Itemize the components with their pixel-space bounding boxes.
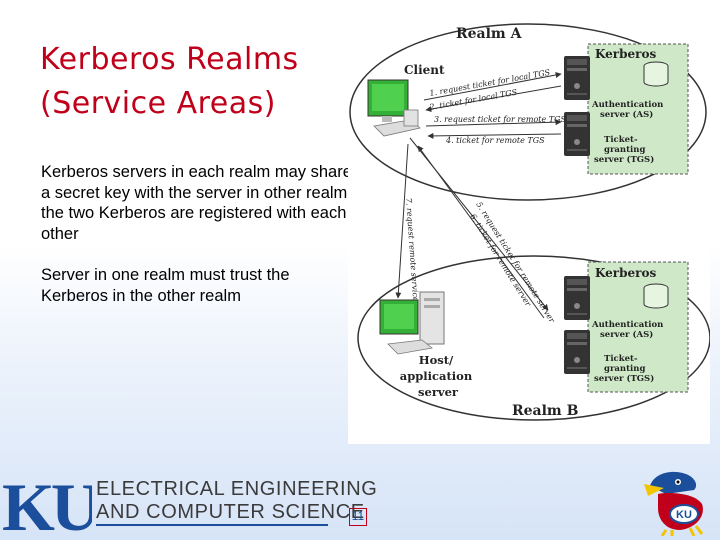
as-b-label: Authentication server (AS) <box>591 320 666 340</box>
client-computer-icon <box>367 79 421 137</box>
message-arrows-realm-a <box>423 72 562 139</box>
ku-logo-letters: KU <box>2 476 92 536</box>
realm-b-boundary <box>357 255 710 421</box>
kerberos-b-box <box>587 261 689 393</box>
host-label: Host/ application server <box>400 353 476 399</box>
tgs-a-label: Ticket- granting server (TGS) <box>594 135 654 165</box>
jayhawk-badge-text: KU <box>676 509 692 521</box>
title-line-2: (Service Areas) <box>40 86 276 121</box>
page-number: 11 <box>349 508 367 526</box>
tgs-a-server-icon <box>564 112 590 156</box>
department-line-1: ELECTRICAL ENGINEERING <box>96 478 378 500</box>
message-3-label: 3. request ticket for remote TGS <box>434 115 567 124</box>
department-name: ELECTRICAL ENGINEERING AND COMPUTER SCIE… <box>96 478 377 524</box>
department-underline <box>96 524 328 526</box>
cross-realm-arrows <box>395 137 549 319</box>
department-line-2: AND COMPUTER SCIENCE <box>96 501 365 523</box>
jayhawk-mascot-icon: KU <box>644 471 704 536</box>
kerberos-realms-diagram: Realm A Kerberos Authentication server (… <box>348 18 710 444</box>
database-b-icon <box>643 283 669 309</box>
kerberos-a-box <box>587 43 689 175</box>
slide-body: Kerberos servers in each realm may share… <box>41 162 361 327</box>
database-a-icon <box>643 61 669 87</box>
body-paragraph-2: Server in one realm must trust the Kerbe… <box>41 266 290 305</box>
as-a-label: Authentication server (AS) <box>591 100 666 120</box>
body-paragraph-1: Kerberos servers in each realm may share… <box>41 163 352 243</box>
slide-title: Kerberos Realms (Service Areas) <box>40 38 299 126</box>
title-line-1: Kerberos Realms <box>40 42 299 77</box>
ku-logo: KU <box>2 476 92 536</box>
realm-b-label: Realm B <box>512 403 579 419</box>
tgs-b-label: Ticket- granting server (TGS) <box>594 354 654 384</box>
host-computer-icon <box>379 291 445 355</box>
message-4-label: 4. ticket for remote TGS <box>445 136 545 145</box>
kerberos-b-label: Kerberos <box>595 266 656 280</box>
client-label: Client <box>404 63 445 77</box>
kerberos-a-label: Kerberos <box>595 47 656 61</box>
realm-a-label: Realm A <box>456 26 523 42</box>
as-a-server-icon <box>564 56 590 100</box>
tgs-b-server-icon <box>564 330 590 374</box>
as-b-server-icon <box>564 276 590 320</box>
